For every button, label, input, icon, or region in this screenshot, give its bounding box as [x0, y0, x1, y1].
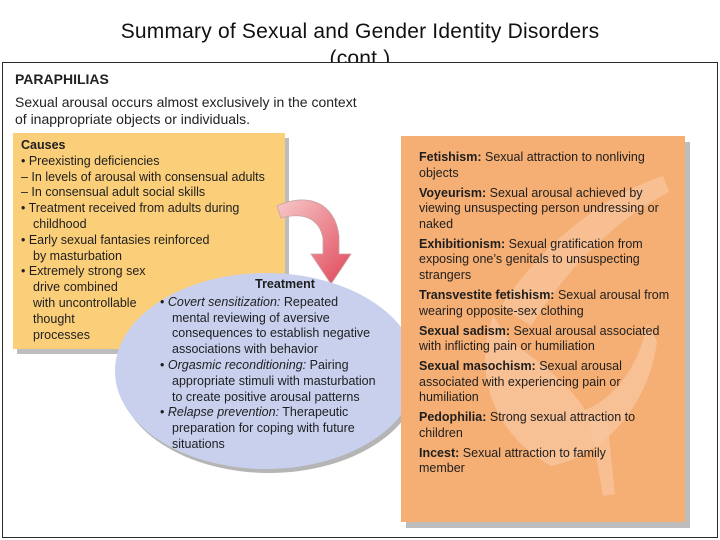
paraphilia-term: Sexual masochism:: [419, 359, 536, 374]
paraphilia-term: Sexual sadism:: [419, 323, 511, 338]
causes-line: with uncontrollable: [33, 295, 137, 310]
paraphilia-desc: Sexual arousal from: [557, 287, 670, 302]
paraphilia-desc: Sexual arousal: [539, 359, 622, 374]
treatment-text: Repeated: [283, 294, 339, 309]
intro-line: Sexual arousal occurs almost exclusively…: [15, 94, 357, 110]
causes-line: thought: [33, 311, 75, 326]
paraphilia-desc-line: children: [419, 425, 463, 440]
treatment-line: to create positive arousal patterns: [172, 389, 360, 404]
treatment-heading: Treatment: [255, 277, 315, 291]
paraphilia-types-box: Fetishism: Sexual attraction to nonlivin…: [401, 136, 685, 522]
paraphilia-desc-line: naked: [419, 216, 454, 231]
paraphilia-entry: Voyeurism: Sexual arousal achieved by vi…: [419, 186, 675, 233]
paraphilia-entry: Incest: Sexual attraction to family memb…: [419, 446, 675, 477]
treatment-item: • Orgasmic reconditioning: Pairing: [160, 357, 349, 372]
paraphilia-entry: Fetishism: Sexual attraction to nonlivin…: [419, 150, 675, 181]
shoe-watermark-icon: [485, 176, 669, 496]
paraphilia-desc: Sexual attraction to nonliving: [485, 150, 645, 164]
paraphilia-entry: Transvestite fetishism: Sexual arousal f…: [419, 288, 675, 319]
treatment-line: situations: [172, 436, 225, 451]
treatment-text: Pairing: [309, 357, 349, 372]
causes-line: – In consensual adult social skills: [21, 185, 206, 200]
paraphilia-desc: Sexual attraction to family: [462, 445, 606, 460]
paraphilia-entry: Sexual sadism: Sexual arousal associated…: [419, 324, 675, 355]
paraphilia-term: Voyeurism:: [419, 185, 487, 200]
paraphilia-desc-line: member: [419, 461, 465, 476]
treatment-line: consequences to establish negative: [172, 326, 371, 341]
causes-line: drive combined: [33, 280, 118, 295]
paraphilia-desc-line: wearing opposite-sex clothing: [419, 303, 584, 318]
causes-line: processes: [33, 327, 90, 342]
causes-line: • Preexisting deficiencies: [21, 153, 160, 168]
treatment-text: Therapeutic: [282, 405, 349, 420]
causes-line: • Extremely strong sex: [21, 264, 146, 279]
treatment-line: appropriate stimuli with masturbation: [172, 373, 376, 388]
causes-line: • Treatment received from adults during: [21, 201, 240, 216]
treatment-term: Covert sensitization:: [167, 294, 281, 309]
slide-title-line1: Summary of Sexual and Gender Identity Di…: [120, 20, 600, 43]
figure-heading: PARAPHILIAS: [15, 71, 109, 87]
paraphilia-desc: Sexual gratification from: [508, 236, 643, 251]
causes-line: – In levels of arousal with consensual a…: [21, 169, 265, 184]
treatment-term: Relapse prevention:: [167, 405, 280, 420]
paraphilia-desc: Strong sexual attraction to: [489, 410, 636, 425]
treatment-item: • Covert sensitization: Repeated: [160, 294, 339, 309]
paraphilia-entry: Pedophilia: Strong sexual attraction to …: [419, 410, 675, 441]
paraphilia-desc-line: objects: [419, 165, 459, 180]
paraphilia-term: Pedophilia:: [419, 410, 487, 425]
causes-line: by masturbation: [33, 248, 122, 263]
treatment-item: • Relapse prevention: Therapeutic: [160, 405, 349, 420]
treatment-oval: [115, 273, 417, 469]
paraphilia-desc-line: associated with experiencing pain or: [419, 374, 621, 389]
paraphilia-entry: Exhibitionism: Sexual gratification from…: [419, 237, 675, 284]
paraphilia-desc-line: exposing one’s genitals to unsuspecting: [419, 252, 640, 267]
paraphilia-desc-line: with inflicting pain or humiliation: [419, 339, 595, 354]
treatment-line: mental reviewing of aversive: [172, 310, 330, 325]
paraphilia-term: Incest:: [419, 445, 460, 460]
paraphilia-entry: Sexual masochism: Sexual arousal associa…: [419, 359, 675, 406]
causes-heading: Causes: [21, 138, 66, 152]
intro-line: of inappropriate objects or individuals.: [15, 111, 251, 127]
causes-line: • Early sexual fantasies reinforced: [21, 232, 210, 247]
treatment-line: associations with behavior: [172, 342, 318, 357]
paraphilia-term: Transvestite fetishism:: [419, 287, 555, 302]
figure-intro: Sexual arousal occurs almost exclusively…: [15, 94, 395, 128]
paraphilia-desc-line: humiliation: [419, 390, 479, 405]
curved-arrow-icon: [276, 199, 352, 285]
paraphilia-desc: Sexual arousal achieved by: [489, 185, 643, 200]
paraphilia-desc: Sexual arousal associated: [513, 323, 660, 338]
paraphilia-desc-line: viewing unsuspecting person undressing o…: [419, 201, 659, 216]
paraphilias-figure: PARAPHILIAS Sexual arousal occurs almost…: [2, 62, 718, 538]
paraphilia-term: Fetishism:: [419, 150, 482, 164]
paraphilia-desc-line: strangers: [419, 267, 472, 282]
causes-line: childhood: [33, 216, 87, 231]
treatment-line: preparation for coping with future: [172, 421, 355, 436]
treatment-content: Treatment • Covert sensitization: Repeat…: [160, 277, 410, 453]
treatment-term: Orgasmic reconditioning:: [167, 357, 307, 372]
paraphilia-term: Exhibitionism:: [419, 236, 506, 251]
